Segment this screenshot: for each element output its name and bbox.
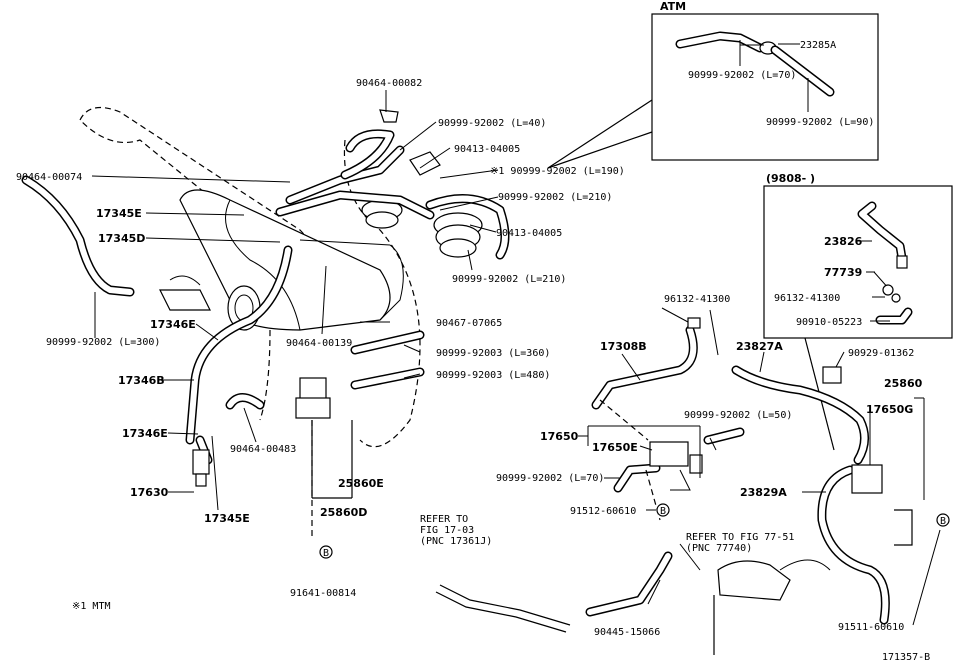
label-25860: 25860 — [884, 377, 923, 390]
label-17650: 17650 — [540, 430, 579, 443]
label-90464-00139: 90464-00139 — [286, 338, 352, 349]
label-91641-00814: 91641-00814 — [290, 588, 356, 599]
label-90999-92002-L210b: 90999-92002 (L=210) — [452, 274, 566, 285]
refer-17-03-line2: FIG 17-03 — [420, 525, 474, 536]
refer-77-51-line2: (PNC 77740) — [686, 543, 752, 554]
vsv-components — [192, 317, 913, 655]
label-90999-92002-L90: 90999-92002 (L=90) — [766, 117, 874, 128]
label-90464-00074: 90464-00074 — [16, 172, 82, 183]
label-90999-92002-L40: 90999-92002 (L=40) — [438, 118, 546, 129]
refer-17-03-line1: REFER TO — [420, 514, 468, 525]
hoses — [21, 129, 890, 633]
label-25860E: 25860E — [338, 477, 384, 490]
label-23826: 23826 — [824, 235, 863, 248]
label-17346B: 17346B — [118, 374, 165, 387]
label-17345D: 17345D — [98, 232, 145, 245]
label-90999-92002-L210a: 90999-92002 (L=210) — [498, 192, 612, 203]
label-23827A: 23827A — [736, 340, 783, 353]
label-90413-04005-b: 90413-04005 — [496, 228, 562, 239]
label-17346E-b: 17346E — [122, 427, 168, 440]
label-77739: 77739 — [824, 266, 862, 279]
label-17345E-b: 17345E — [204, 512, 250, 525]
label-23829A: 23829A — [740, 486, 787, 499]
label-90999-92003-L480: 90999-92003 (L=480) — [436, 370, 550, 381]
label-90999-92002-L50: 90999-92002 (L=50) — [684, 410, 792, 421]
bolt-symbol-2: B — [660, 506, 666, 517]
figure-number: 171357-B — [882, 652, 930, 663]
label-90467-07065: 90467-07065 — [436, 318, 502, 329]
label-96132-41300-box: 96132-41300 — [774, 293, 840, 304]
bolt-symbol-3: B — [940, 516, 946, 527]
note-mtm: ※1 MTM — [72, 601, 110, 612]
label-25860D: 25860D — [320, 506, 367, 519]
vacuum-components — [361, 109, 483, 258]
label-90464-00483: 90464-00483 — [230, 444, 296, 455]
date-range: (9808- ) — [766, 172, 815, 185]
label-96132-41300: 96132-41300 — [664, 294, 730, 305]
refer-17-03-line3: (PNC 17361J) — [420, 536, 492, 547]
bolt-symbols: B B B — [319, 503, 950, 559]
label-90910-05223: 90910-05223 — [796, 317, 862, 328]
label-90999-92002-L70-atm: 90999-92002 (L=70) — [688, 70, 796, 81]
label-17346E-a: 17346E — [150, 318, 196, 331]
atm-inset — [547, 13, 879, 169]
label-90464-00082: 90464-00082 — [356, 78, 422, 89]
bolt-symbol-1: B — [323, 548, 329, 559]
label-91511-60610: 91511-60610 — [838, 622, 904, 633]
label-90929-01362: 90929-01362 — [848, 348, 914, 359]
label-17630: 17630 — [130, 486, 169, 499]
label-90999-92003-L360: 90999-92003 (L=360) — [436, 348, 550, 359]
label-90999-92002-L190: ※1 90999-92002 (L=190) — [490, 166, 625, 177]
label-91512-60610: 91512-60610 — [570, 506, 636, 517]
label-17345E-a: 17345E — [96, 207, 142, 220]
label-17650G: 17650G — [866, 403, 913, 416]
label-90999-92002-L70: 90999-92002 (L=70) — [496, 473, 604, 484]
label-23285A: 23285A — [800, 40, 836, 51]
leader-lines — [91, 44, 941, 626]
label-17308B: 17308B — [600, 340, 647, 353]
label-90413-04005: 90413-04005 — [454, 144, 520, 155]
part-labels: ATM 23285A 90999-92002 (L=70) 90999-9200… — [16, 0, 930, 663]
atm-title: ATM — [660, 0, 686, 13]
label-90445-15066: 90445-15066 — [594, 627, 660, 638]
refer-77-51-line1: REFER TO FIG 77-51 — [686, 532, 794, 543]
label-90999-92002-L300: 90999-92002 (L=300) — [46, 337, 160, 348]
label-17650E: 17650E — [592, 441, 638, 454]
